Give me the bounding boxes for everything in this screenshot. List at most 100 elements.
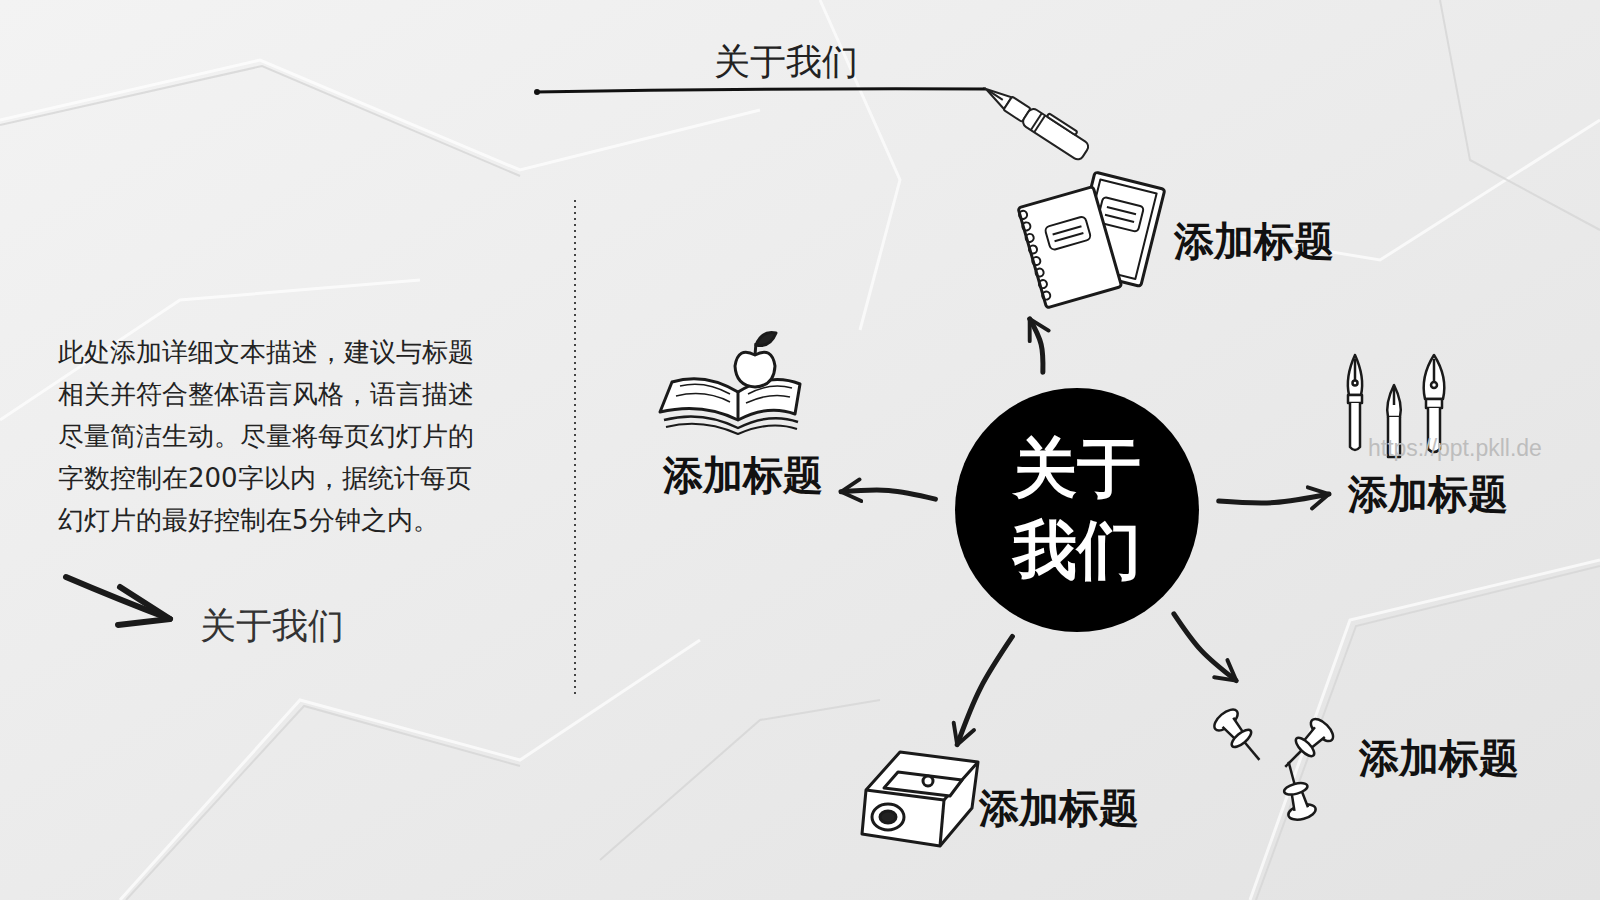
book-apple-icon-part (680, 384, 730, 394)
topic-title: 添加标题 (1174, 218, 1334, 264)
paper-ground-part-part (1440, 0, 1600, 230)
pushpins-icon-part-part (1245, 742, 1260, 760)
notebooks-icon (1017, 172, 1165, 308)
paper-ground-part-part (126, 706, 520, 900)
topic-node: 添加标题 (1335, 345, 1520, 523)
fountain-pen-part (1047, 113, 1078, 135)
label-holder: 此处添加详细文本描述，建议与标题相关并符合整体语言风格，语言描述尽量简洁生动。尽… (58, 331, 488, 541)
body-text: 此处添加详细文本描述，建议与标题相关并符合整体语言风格，语言描述尽量简洁生动。尽… (58, 331, 488, 541)
pen-nibs-icon-part-part (1431, 382, 1437, 388)
notebooks-icon-part-part (1053, 226, 1082, 234)
pen-nibs-icon-part (1348, 355, 1362, 450)
title-holder: 关于我们 (636, 38, 936, 87)
fountain-pen-part (989, 91, 1002, 100)
notebooks-icon-part-part-part (1031, 256, 1041, 266)
book-apple-icon-part (756, 333, 776, 346)
center-circle: 关于 我们 (955, 388, 1199, 632)
notebooks-icon-part-part-part (1035, 268, 1045, 278)
notebooks-icon-part-part-part (1025, 233, 1035, 243)
topic-title: 添加标题 (1348, 471, 1508, 517)
pushpins-icon-part (1275, 715, 1337, 777)
pen-nibs-icon-part-part (1354, 359, 1357, 381)
pen-nibs-icon-part-part (1424, 355, 1445, 399)
pushpins-icon-part-part (1285, 751, 1301, 767)
title-rule-part (535, 89, 986, 92)
notebooks-icon-part-part-part (1038, 279, 1048, 289)
sketch-arrow (1219, 494, 1329, 503)
paper-ground-part-part (1256, 566, 1600, 900)
notebooks-icon-part-part (1105, 215, 1134, 222)
sharpener-icon-part (923, 776, 933, 786)
sketch-arrow (1030, 319, 1043, 372)
circle-title: 关于 我们 (1002, 428, 1152, 592)
topic-title: 添加标题 (979, 785, 1139, 831)
sharpener-icon-part (862, 752, 978, 846)
fountain-pen-part (1021, 107, 1091, 162)
topic-node: 添加标题 (1010, 168, 1340, 313)
paper-ground-part-part (0, 60, 760, 170)
watermark: https://ppt.pkll.de (1368, 435, 1542, 462)
pen-nibs-icon-part-part (1348, 355, 1362, 395)
pushpins-icon-part-part (1283, 781, 1309, 797)
book-apple-icon-part (735, 352, 775, 387)
label-holder: 关于我们 (200, 602, 344, 651)
notebooks-icon-part-part-part (1021, 221, 1031, 231)
sketch-arrow (957, 636, 1012, 744)
title-rule (534, 89, 986, 95)
pen-nibs-icon-part-part (1393, 388, 1396, 405)
topic-node: 添加标题 (1195, 685, 1525, 830)
book-apple-icon-part (666, 424, 797, 434)
hand-arrow-part (118, 587, 170, 625)
paper-ground-part-part (600, 700, 880, 860)
hand-arrow-part (66, 577, 170, 619)
sharpener-icon (862, 752, 978, 846)
sharpener-icon-part (884, 772, 962, 796)
sharpener-icon-part (940, 800, 944, 846)
pushpins-icon-part-part (1289, 762, 1295, 784)
pushpins-icon-part (1211, 706, 1270, 769)
topic-title: 添加标题 (1359, 735, 1519, 781)
pen-nibs-icon-part-part (1426, 399, 1442, 408)
topic-node: 添加标题 (855, 750, 1145, 865)
notebooks-icon-part-part (1044, 216, 1091, 251)
pen-nibs-icon-part-part (1348, 395, 1362, 403)
divider-line-part (574, 200, 576, 695)
pen-nibs-icon-part-part (1433, 359, 1436, 383)
pushpins-icon-part-part (1229, 727, 1254, 750)
sketch-arrow (841, 490, 935, 499)
notebooks-icon-part (1017, 187, 1122, 309)
sharpener-icon-part (872, 804, 904, 830)
divider-line (575, 200, 576, 695)
label-holder: https://ppt.pkll.de (1368, 435, 1542, 462)
book-apple-icon-part (660, 379, 800, 420)
notebooks-icon-part-part (1018, 210, 1051, 301)
notebooks-icon-part-part (1055, 233, 1084, 241)
hand-arrow (66, 577, 170, 625)
book-apple-icon-part (746, 395, 790, 403)
slide-title: 关于我们 (636, 38, 936, 87)
notebooks-icon-part-part-part (1041, 291, 1051, 301)
notebooks-icon-part-part (1018, 187, 1122, 308)
sharpener-icon-part (866, 762, 978, 800)
paper-ground-part-part (0, 66, 520, 176)
pen-nibs-icon-part-part (1387, 385, 1401, 417)
book-apple-icon-part (676, 394, 730, 402)
pushpins-icon (1211, 706, 1337, 823)
notebooks-icon-part-part (1107, 207, 1136, 214)
pen-nibs-icon-part-part (1350, 403, 1360, 450)
sub-heading: 关于我们 (200, 602, 344, 651)
notebooks-icon-part-part-part (1018, 210, 1028, 220)
fountain-pen-part (1034, 115, 1045, 132)
pushpins-icon-part (1275, 758, 1317, 822)
sharpener-icon-part (880, 811, 896, 823)
fountain-pen (981, 77, 1093, 161)
title-rule-part (534, 89, 540, 95)
topic-title: 添加标题 (663, 452, 823, 498)
pen-nibs-icon-part-part (1353, 381, 1358, 386)
topic-node: 添加标题 (650, 328, 835, 506)
